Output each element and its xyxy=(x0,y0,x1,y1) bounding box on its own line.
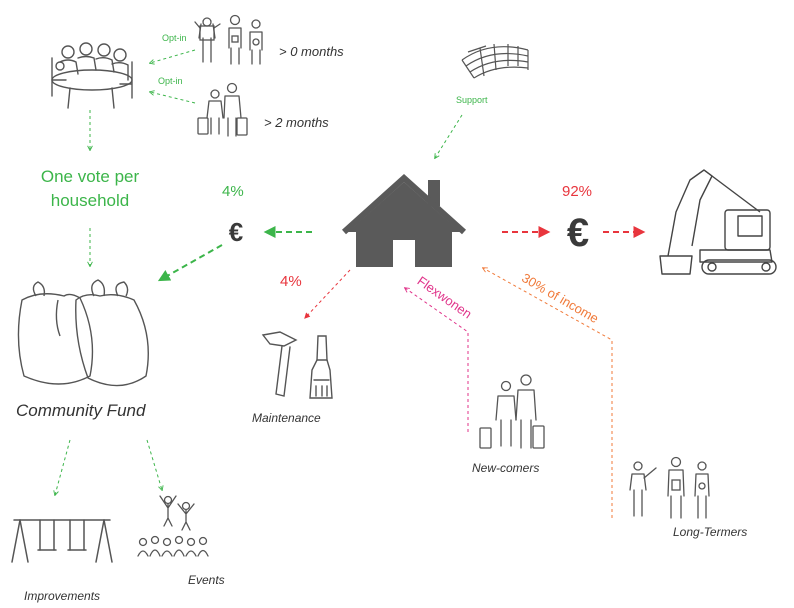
newcomers-group-bottom-icon xyxy=(479,374,545,449)
opt-in-arrow-top xyxy=(150,49,196,63)
loan-percentage-label: 92% xyxy=(562,183,593,200)
improvements-label: Improvements xyxy=(24,589,101,603)
long-termers-group-icon xyxy=(629,456,710,519)
new-comers-label: New-comers xyxy=(472,461,540,475)
fund-to-improvements-arrow xyxy=(55,439,71,495)
income-label: 30% of income xyxy=(519,270,601,326)
maintenance-label: Maintenance xyxy=(252,411,321,425)
income-arrow xyxy=(483,268,613,518)
support-label: Support xyxy=(456,95,488,105)
months-0-label: > 0 months xyxy=(279,44,344,59)
opt-in-label-top: Opt-in xyxy=(162,33,187,43)
parliament-stadium-icon xyxy=(461,43,529,79)
fund-percentage-label: 4% xyxy=(222,183,244,200)
vote-label-line2: household xyxy=(50,191,130,210)
flexwonen-label: Flexwonen xyxy=(415,273,475,321)
events-label: Events xyxy=(188,573,225,587)
long-termers-label: Long-Termers xyxy=(673,525,748,539)
money-bags-icon xyxy=(17,279,149,387)
excavator-icon xyxy=(659,169,777,275)
euro-large-icon: € xyxy=(567,211,589,255)
vote-label-line1: One vote per xyxy=(40,167,140,186)
opt-in-arrow-bottom xyxy=(150,92,196,104)
community-fund-label: Community Fund xyxy=(16,401,146,420)
arrows xyxy=(55,49,646,518)
svg-text:€: € xyxy=(567,211,589,255)
residents-group-top-icon xyxy=(194,14,263,65)
euro-to-fund-arrow xyxy=(157,244,223,282)
months-2-label: > 2 months xyxy=(264,115,329,130)
events-crowd-icon xyxy=(137,495,209,557)
flexwonen-arrow xyxy=(405,288,469,432)
euro-small-icon: € xyxy=(229,217,243,247)
maintenance-percentage-label: 4% xyxy=(280,273,302,290)
opt-in-label-bottom: Opt-in xyxy=(158,76,183,86)
support-arrow xyxy=(435,114,463,158)
house-to-maintenance-arrow xyxy=(304,269,351,319)
hammer-and-brush-icon xyxy=(261,331,333,399)
svg-text:€: € xyxy=(229,217,243,247)
newcomers-group-top-icon xyxy=(197,82,248,137)
house-icon xyxy=(341,173,467,267)
meeting-table-icon xyxy=(51,42,133,109)
fund-to-events-arrow xyxy=(146,439,162,490)
swing-set-icon xyxy=(11,519,113,563)
